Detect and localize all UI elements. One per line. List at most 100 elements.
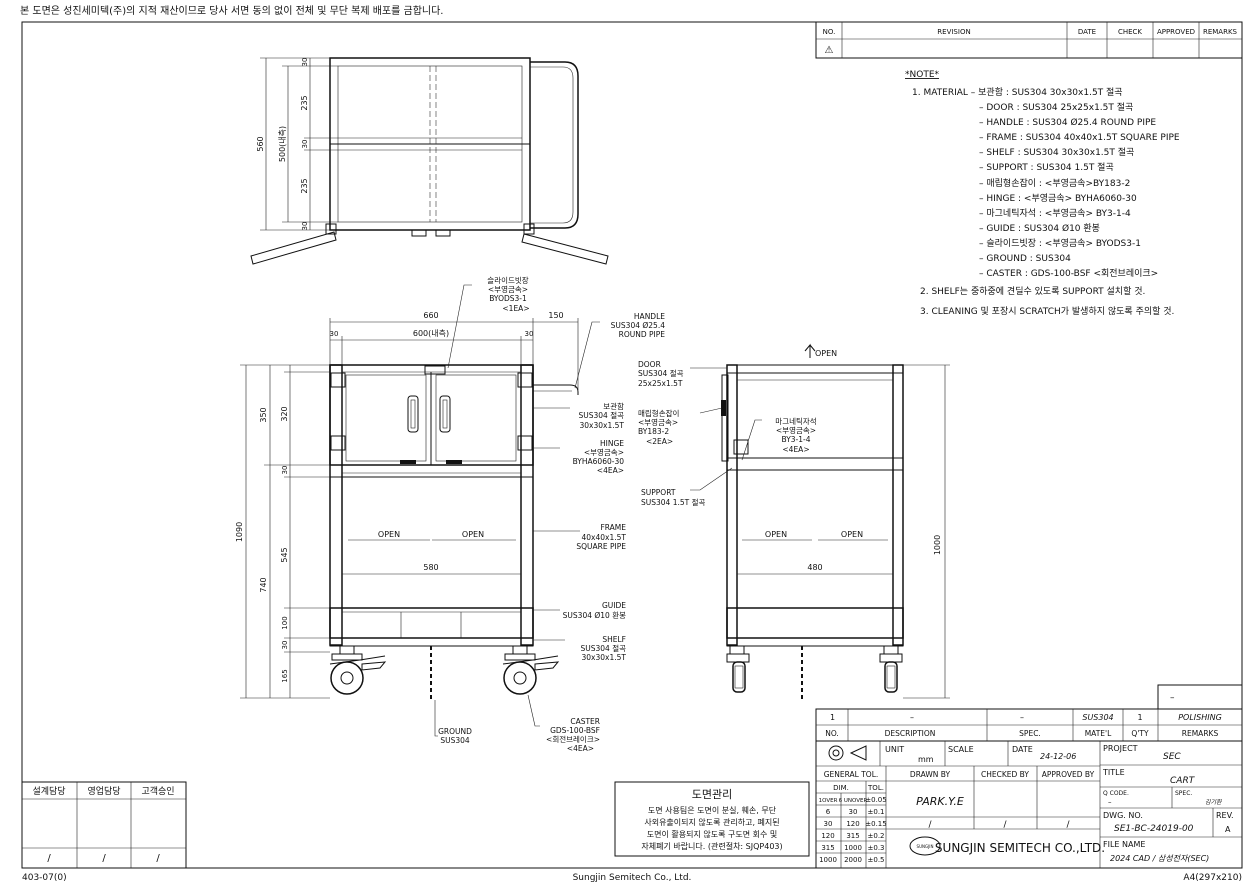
file-name: 2024 CAD / 삼성전자(SEC)	[1110, 854, 1209, 863]
svg-text:–: –	[1170, 693, 1175, 703]
note-item: – DOOR : SUS304 25x25x1.5T 절곡	[979, 101, 1133, 113]
note-item: – HANDLE : SUS304 Ø25.4 ROUND PIPE	[979, 117, 1156, 128]
logo-text: SUNGJIN	[917, 844, 934, 849]
top-view: 560 500(내측) 30 235 30 235 30	[250, 57, 609, 265]
svg-text:/: /	[156, 853, 160, 864]
dim-165: 165	[281, 669, 289, 682]
svg-text:<부영금속>: <부영금속>	[584, 447, 624, 457]
svg-text:±0.1: ±0.1	[868, 808, 885, 816]
dim-500-inner: 500(내측)	[278, 126, 287, 162]
svg-text:POLISHING: POLISHING	[1178, 713, 1222, 722]
footer-company: Sungjin Semitech Co., Ltd.	[573, 873, 692, 883]
note-item: 1. MATERIAL – 보관함 : SUS304 30x30x1.5T 절곡	[912, 86, 1123, 98]
dim-235: 235	[300, 95, 309, 110]
svg-text:BY3-1-4: BY3-1-4	[781, 435, 810, 444]
svg-text:CASTER: CASTER	[570, 717, 600, 726]
svg-text:mm: mm	[918, 755, 934, 764]
svg-text:GENERAL TOL.: GENERAL TOL.	[824, 770, 879, 779]
drawing-number: SE1-BC-24019-00	[1114, 824, 1194, 834]
rev-header-check: CHECK	[1118, 28, 1142, 36]
svg-text:/: /	[102, 853, 106, 864]
note-item: – SUPPORT : SUS304 1.5T 절곡	[979, 161, 1114, 173]
svg-text:DATE: DATE	[1012, 745, 1033, 754]
svg-text:DESCRIPTION: DESCRIPTION	[885, 729, 936, 738]
svg-text:1: 1	[830, 713, 835, 722]
notes-title: *NOTE*	[905, 70, 940, 80]
rev-header-remarks: REMARKS	[1203, 28, 1238, 36]
svg-text:FRAME: FRAME	[600, 523, 626, 532]
dim-30: 30	[330, 330, 339, 338]
svg-text:PROJECT: PROJECT	[1103, 744, 1138, 753]
caster-left	[329, 645, 387, 695]
approval-customer: 고객승인	[141, 786, 174, 797]
dim-1090: 1090	[235, 522, 244, 542]
dim-235: 235	[300, 178, 309, 193]
svg-text:40x40x1.5T: 40x40x1.5T	[582, 533, 627, 542]
note-item: – HINGE : <부영금속> BYHA6060-30	[979, 193, 1137, 204]
company-logo-icon	[909, 836, 941, 856]
side-caster-left	[726, 645, 750, 693]
dim-660: 660	[423, 311, 438, 320]
svg-text:UNIT: UNIT	[885, 745, 904, 754]
svg-text:FILE NAME: FILE NAME	[1103, 840, 1145, 849]
svg-text:SUS304 절곡: SUS304 절곡	[638, 369, 684, 378]
front-open-left: OPEN	[378, 530, 400, 539]
svg-text:BY183-2: BY183-2	[638, 427, 669, 436]
note-item: – 마그네틱자석 : <부영금속> BY3-1-4	[979, 207, 1131, 219]
dim-350: 350	[259, 407, 268, 422]
svg-text:±0.2: ±0.2	[868, 832, 885, 840]
svg-text:SUS304: SUS304	[440, 736, 470, 745]
callout-storage-box: 보관함 SUS304 절곡 30x30x1.5T	[533, 401, 624, 430]
drawn-by-name: PARK.Y.E	[916, 795, 964, 808]
svg-text:<부영금속>: <부영금속>	[488, 284, 528, 294]
svg-text:HANDLE: HANDLE	[634, 312, 665, 321]
svg-text:315: 315	[821, 844, 834, 852]
svg-text:6: 6	[826, 808, 831, 816]
svg-text:GROUND: GROUND	[438, 727, 472, 736]
svg-text:자체폐기 바랍니다. (관련절차: SJQP403): 자체폐기 바랍니다. (관련절차: SJQP403)	[641, 841, 782, 851]
svg-text:/: /	[1003, 820, 1007, 830]
svg-text:DWG. NO.: DWG. NO.	[1103, 811, 1143, 820]
svg-text:GDS-100-BSF: GDS-100-BSF	[550, 726, 600, 735]
svg-text:BYODS3-1: BYODS3-1	[489, 294, 527, 303]
side-open-left: OPEN	[765, 530, 787, 539]
callout-shelf: SHELF SUS304 절곡 30x30x1.5T	[533, 635, 626, 662]
svg-text:1: 1	[1137, 713, 1142, 722]
dim-320: 320	[280, 406, 289, 421]
note-item: 2. SHELF는 중하중에 견딜수 있도록 SUPPORT 설치할 것.	[920, 285, 1145, 297]
callout-caster: CASTER GDS-100-BSF <회전브레이크> <4EA>	[527, 694, 600, 753]
revision-table: NO. REVISION DATE CHECK APPROVED REMARKS…	[815, 21, 1243, 59]
svg-text:A: A	[1225, 825, 1231, 834]
svg-text:1000: 1000	[844, 844, 862, 852]
svg-text:BYHA6060-30: BYHA6060-30	[573, 457, 625, 466]
svg-text:매립형손잡이: 매립형손잡이	[638, 408, 679, 418]
svg-text:SPEC.: SPEC.	[1175, 790, 1192, 797]
svg-text:마그네틱자석: 마그네틱자석	[775, 416, 816, 426]
svg-text:DIM.: DIM.	[833, 784, 849, 792]
svg-text:SUS304 절곡: SUS304 절곡	[578, 411, 624, 420]
dim-30: 30	[301, 140, 309, 149]
svg-text:TOL.: TOL.	[867, 784, 884, 792]
dim-1000: 1000	[933, 535, 942, 555]
svg-text:315: 315	[846, 832, 859, 840]
svg-text:<4EA>: <4EA>	[782, 445, 809, 454]
rev-header-no: NO.	[823, 28, 836, 36]
callout-support: SUPPORT SUS304 1.5T 절곡	[641, 467, 733, 507]
callout-magnet: 마그네틱자석 <부영금속> BY3-1-4 <4EA>	[741, 416, 817, 461]
svg-text:SPEC.: SPEC.	[1019, 729, 1041, 738]
svg-text:SQUARE PIPE: SQUARE PIPE	[576, 542, 626, 551]
svg-text:Q CODE.: Q CODE.	[1103, 790, 1129, 797]
svg-text:<1EA>: <1EA>	[502, 304, 529, 313]
svg-text:SHELF: SHELF	[602, 635, 626, 644]
approval-box: 설계담당 영업담당 고객승인 / / /	[21, 781, 187, 869]
dim-100: 100	[281, 616, 289, 629]
note-item: 3. CLEANING 및 포장시 SCRATCH가 발생하지 않도록 주의할 …	[920, 305, 1174, 317]
callout-ground: GROUND SUS304	[434, 700, 472, 745]
side-caster-right	[879, 645, 903, 693]
copyright-notice: 본 도면은 성진세미텍(주)의 지적 재산이므로 당사 서면 동의 없이 전체 …	[20, 4, 443, 17]
front-open-right: OPEN	[462, 530, 484, 539]
svg-text:<2EA>: <2EA>	[646, 437, 673, 446]
svg-text:ROUND PIPE: ROUND PIPE	[619, 330, 666, 339]
svg-text:–: –	[1108, 798, 1112, 806]
svg-text:MATE'L: MATE'L	[1085, 729, 1112, 738]
